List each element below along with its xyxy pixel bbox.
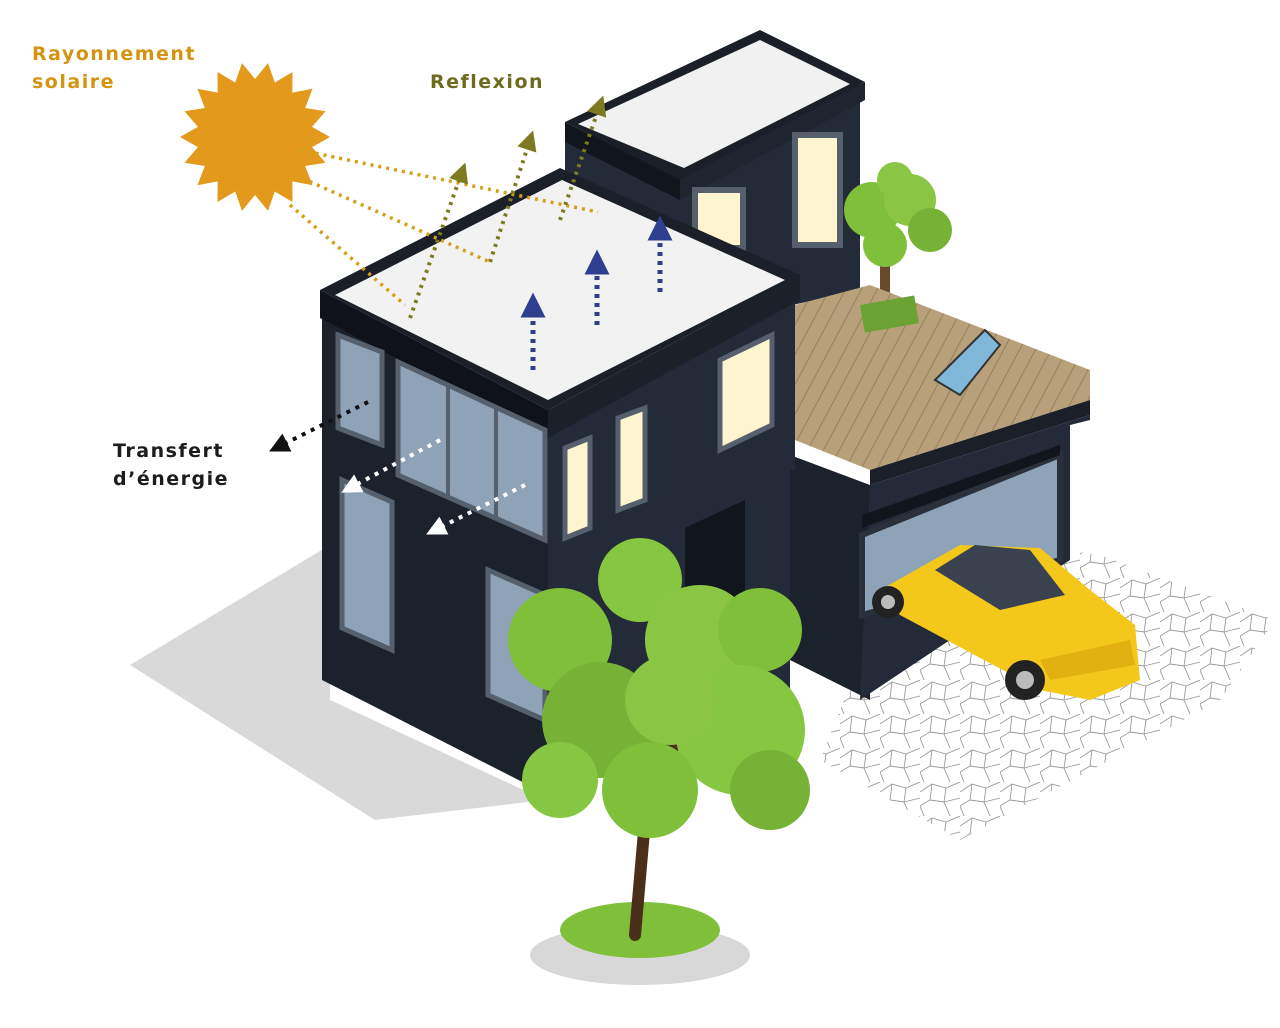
house-shadow <box>130 545 545 820</box>
sun-body <box>180 63 330 211</box>
car-icon <box>872 545 1140 700</box>
window <box>792 132 843 248</box>
transfer-label-line1: Transfert <box>113 440 225 462</box>
front-tree <box>508 538 810 958</box>
reflection-label: Reflexion <box>430 68 544 96</box>
energy-transfer-label: Transfert d’énergie <box>113 437 229 493</box>
energy-transfer-arrow-icon <box>269 400 526 535</box>
solar-radiation-label: Rayonnement solaire <box>32 40 196 96</box>
roof-tree <box>844 162 952 310</box>
transfer-label-line2: d’énergie <box>113 468 229 490</box>
deck-chair-icon <box>933 328 1002 397</box>
emission-arrow-icon <box>520 215 673 370</box>
reflection-arrow-icon <box>408 95 607 319</box>
solar-label-line1: Rayonnement <box>32 43 197 65</box>
solar-label-line2: solaire <box>32 71 115 93</box>
sun-icon <box>180 63 330 211</box>
reflection-label-text: Reflexion <box>430 71 545 93</box>
solar-rays <box>288 148 599 307</box>
